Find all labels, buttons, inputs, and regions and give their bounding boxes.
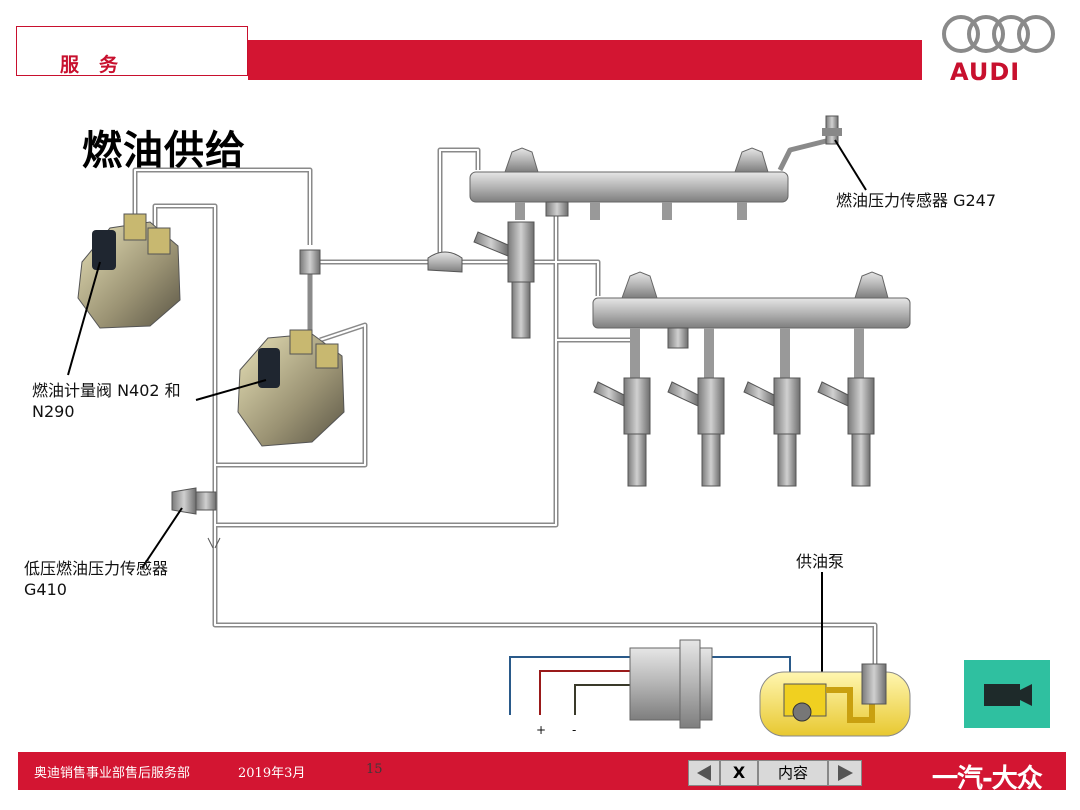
label-g410-line1: 低压燃油压力传感器 (24, 559, 169, 578)
triangle-left-icon (697, 765, 711, 781)
contents-button[interactable]: 内容 (758, 760, 828, 786)
label-pump: 供油泵 (796, 552, 845, 571)
injectors-lower (593, 328, 875, 487)
next-button[interactable] (828, 760, 862, 786)
header-char-4: 训 (177, 54, 217, 76)
label-minus: - (572, 723, 577, 737)
pump-control-unit (629, 639, 713, 729)
label-n402-line2: N290 (32, 402, 75, 421)
close-button[interactable]: X (720, 760, 758, 786)
page-title: 燃油供给 (82, 128, 246, 174)
pressure-damper (427, 251, 463, 273)
audi-logo-text: AUDI (950, 58, 1021, 86)
label-g410-line2: G410 (24, 580, 67, 599)
header-label: 服务培训 (60, 50, 216, 77)
g247-sensor (822, 115, 842, 145)
header-char-1: 服 (60, 54, 100, 76)
footer-bar (18, 752, 1066, 790)
t-connector (299, 249, 321, 275)
footer-page-number: 15 (366, 762, 383, 777)
header-box (16, 26, 248, 76)
footer-date: 2019年3月 (238, 766, 306, 781)
injector-upper (473, 221, 535, 339)
audi-rings-icon (942, 15, 1055, 53)
triangle-right-icon (838, 765, 853, 781)
label-plus: + (536, 723, 547, 737)
footer-dept: 奥迪销售事业部售后服务部 (34, 766, 191, 781)
header-char-3: 培 (138, 54, 178, 76)
high-pressure-pump-1 (77, 213, 181, 329)
fuel-rail-lower (592, 271, 911, 349)
prev-button[interactable] (688, 760, 720, 786)
fuel-rail-upper (469, 147, 789, 220)
header-char-2: 务 (99, 54, 139, 76)
high-pressure-pump-2 (237, 329, 345, 447)
leader-lines (67, 139, 867, 685)
video-camera-button[interactable] (964, 660, 1050, 728)
video-camera-icon (984, 684, 1032, 706)
g410-sensor (171, 487, 217, 515)
fuel-tank (759, 663, 911, 737)
label-g247: 燃油压力传感器 G247 (836, 191, 997, 210)
footer-brand: 一汽-大众 (932, 764, 1043, 794)
label-n402-line1: 燃油计量阀 N402 和 (32, 381, 181, 400)
header-bar (248, 40, 922, 80)
